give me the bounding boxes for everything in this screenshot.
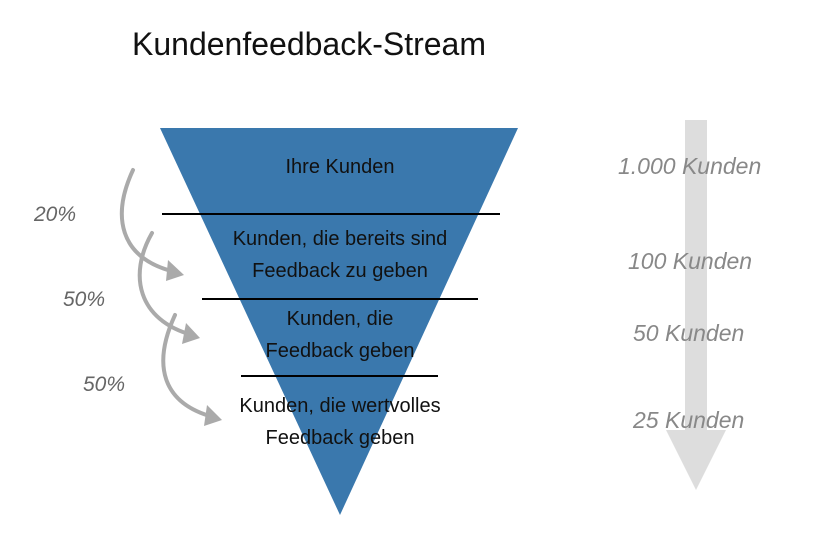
funnel-level-text: Ihre Kunden bbox=[285, 156, 395, 178]
funnel-triangle bbox=[160, 128, 518, 515]
funnel-level-3: Kunden, die Feedback geben bbox=[200, 303, 480, 367]
curved-arrow-1 bbox=[119, 168, 177, 274]
count-level-1: 1.000 Kunden bbox=[618, 153, 762, 179]
funnel-level-text: Feedback geben bbox=[265, 340, 415, 362]
down-arrow-head-icon bbox=[666, 430, 726, 490]
arrowhead-2-icon bbox=[182, 323, 200, 344]
funnel-level-1: Ihre Kunden bbox=[240, 151, 440, 183]
curved-arrow-3 bbox=[161, 313, 215, 419]
conversion-rate-3: 50% bbox=[83, 373, 126, 396]
arrowhead-1-icon bbox=[166, 260, 184, 281]
funnel-level-text: Kunden, die wertvolles bbox=[239, 395, 441, 417]
down-arrow-shaft bbox=[685, 120, 707, 440]
arrowhead-3-icon bbox=[204, 405, 222, 426]
funnel-level-text: Kunden, die bbox=[286, 308, 394, 330]
count-level-4: 25 Kunden bbox=[633, 407, 745, 433]
curved-arrow-2 bbox=[137, 231, 194, 337]
count-level-3: 50 Kunden bbox=[633, 320, 745, 346]
count-level-2: 100 Kunden bbox=[628, 248, 753, 274]
conversion-rate-1: 20% bbox=[34, 203, 77, 226]
funnel-level-text: Feedback geben bbox=[265, 427, 415, 449]
funnel-level-text: Kunden, die bereits sind bbox=[232, 228, 448, 250]
conversion-rate-2: 50% bbox=[63, 288, 106, 311]
funnel-level-4: Kunden, die wertvolles Feedback geben bbox=[190, 390, 490, 454]
page-title: Kundenfeedback-Stream bbox=[132, 26, 486, 62]
funnel-level-2: Kunden, die bereits sind Feedback zu geb… bbox=[180, 223, 500, 287]
funnel-level-text: Feedback zu geben bbox=[252, 260, 428, 282]
